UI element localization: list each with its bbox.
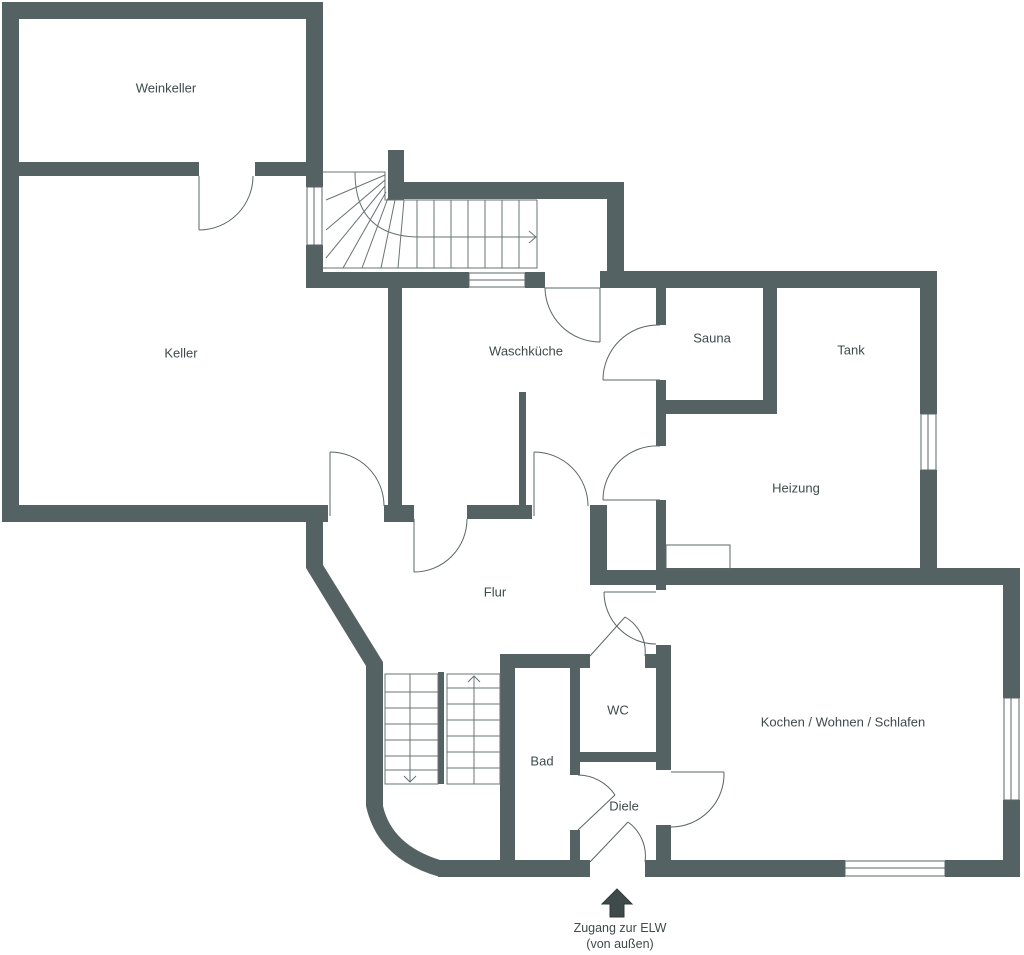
- wall: [2, 505, 328, 522]
- room-label-kochen-wohnen-schlafen: Kochen / Wohnen / Schlafen: [761, 714, 926, 729]
- access-label-line1: Zugang zur ELW: [573, 921, 667, 935]
- wall: [19, 162, 199, 176]
- wall: [645, 654, 671, 668]
- room-label-weinkeller: Weinkeller: [136, 80, 197, 95]
- windows: [306, 186, 1020, 877]
- wall: [438, 860, 590, 877]
- wall: [656, 287, 666, 325]
- wall: [366, 806, 440, 877]
- lower-staircase: [384, 673, 501, 785]
- wall: [467, 505, 532, 519]
- room-label-wc: WC: [607, 702, 629, 717]
- room-label-keller: Keller: [164, 345, 198, 360]
- room-label-bad: Bad: [530, 753, 553, 768]
- wall: [306, 505, 383, 670]
- wall: [1003, 568, 1020, 698]
- wall: [500, 654, 515, 864]
- wall: [306, 272, 469, 288]
- wall: [2, 2, 19, 522]
- wall: [920, 271, 937, 414]
- room-label-diele: Diele: [609, 798, 639, 813]
- room-label-flur: Flur: [484, 584, 507, 599]
- wall: [578, 752, 658, 762]
- room-label-sauna: Sauna: [693, 330, 731, 345]
- wall: [306, 2, 323, 187]
- wall: [388, 182, 624, 199]
- wall: [920, 470, 937, 570]
- wall: [570, 830, 580, 865]
- walls: [2, 2, 1020, 877]
- wall: [438, 672, 444, 784]
- wall: [607, 182, 624, 288]
- wall: [945, 860, 1020, 877]
- doors: [198, 175, 731, 863]
- wall: [590, 570, 656, 585]
- wall: [2, 2, 323, 19]
- wall: [763, 287, 777, 414]
- wall: [570, 665, 580, 775]
- wall: [1003, 800, 1020, 877]
- entrance-arrow-icon: [600, 888, 634, 918]
- wall: [590, 505, 607, 585]
- room-label-heizung: Heizung: [772, 480, 820, 495]
- upper-staircase: [323, 171, 538, 269]
- wall: [500, 654, 590, 668]
- wall: [656, 500, 666, 590]
- wall: [656, 400, 777, 414]
- wall: [525, 272, 545, 288]
- wall: [656, 645, 671, 770]
- wall: [255, 162, 307, 176]
- wall: [366, 666, 383, 806]
- wall: [645, 860, 845, 877]
- room-label-waschkueche: Waschküche: [489, 343, 563, 358]
- wall: [519, 392, 526, 512]
- wall: [388, 287, 402, 517]
- wall: [600, 271, 937, 288]
- access-label-line2: (von außen): [586, 937, 654, 951]
- wall: [656, 825, 671, 865]
- room-label-tank: Tank: [837, 342, 865, 357]
- wall: [666, 568, 1020, 585]
